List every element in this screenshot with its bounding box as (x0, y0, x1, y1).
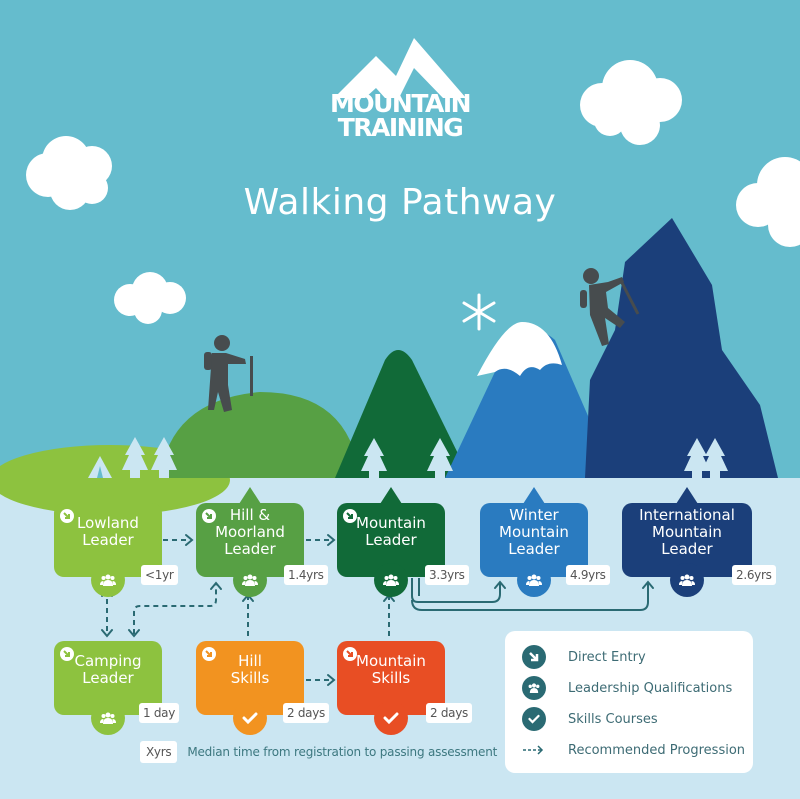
mountain-training-logo: MOUNTAIN TRAINING (330, 89, 472, 142)
median-time-badge: 2.6yrs (732, 565, 776, 585)
median-time-badge: 2 days (283, 703, 329, 723)
direct-entry-icon (202, 509, 216, 523)
direct-entry-icon (202, 647, 216, 661)
legend-item-progression: Recommended Progression (522, 738, 745, 762)
group-icon (91, 563, 125, 597)
logo-mountain-icon (334, 38, 466, 98)
node-hill-moorland-leader: Hill & Moorland Leader (196, 487, 304, 597)
group-icon (517, 563, 551, 597)
snowflake-icon (462, 293, 496, 331)
dashed-arrow-icon (522, 738, 546, 762)
tent-icon (97, 466, 103, 478)
median-time-badge: <1yr (141, 565, 178, 585)
direct-entry-icon (343, 647, 357, 661)
group-icon (91, 701, 125, 735)
node-hill-skills: Hill Skills (196, 641, 304, 735)
direct-progression-lines (411, 578, 649, 611)
direct-entry-icon (60, 647, 74, 661)
legend-label: Recommended Progression (568, 742, 746, 758)
group-icon (374, 563, 408, 597)
footnote-text: Median time from registration to passing… (187, 745, 498, 759)
node-label: Lowland Leader (77, 514, 139, 549)
group-icon (670, 563, 704, 597)
progression-arrows (106, 539, 390, 681)
node-winter-mountain-leader: Winter Mountain Leader (480, 487, 588, 597)
page-title: Walking Pathway (243, 182, 557, 223)
check-icon (374, 701, 408, 735)
node-label: Camping Leader (74, 652, 142, 687)
node-mountain-skills: Mountain Skills (337, 641, 445, 735)
tree-icon (88, 437, 728, 478)
logo-line-2: TRAINING (337, 113, 464, 142)
climber-icon (580, 268, 640, 346)
node-label: Winter Mountain Leader (499, 505, 569, 558)
cloud-icon (114, 272, 186, 324)
legend-item-skills: Skills Courses (522, 707, 658, 731)
legend-item-leadership: Leadership Qualifications (522, 676, 732, 700)
node-mountain-leader: Mountain Leader (337, 487, 445, 597)
node-lowland-leader: Lowland Leader (54, 487, 162, 597)
direct-entry-icon (60, 509, 74, 523)
node-label: Mountain Skills (356, 652, 426, 687)
logo-line-1: MOUNTAIN (330, 89, 472, 118)
group-icon (522, 676, 546, 700)
node-international-mountain-leader: International Mountain Leader (622, 487, 752, 597)
direct-entry-icon (522, 645, 546, 669)
check-icon (233, 701, 267, 735)
median-time-badge: 4.9yrs (566, 565, 610, 585)
cloud-icon (736, 157, 800, 247)
legend: Direct Entry Leadership Qualifications S… (505, 631, 753, 773)
legend-label: Leadership Qualifications (568, 680, 733, 696)
cloud-icon (26, 136, 112, 210)
median-time-badge: 1.4yrs (284, 565, 328, 585)
direct-entry-icon (343, 509, 357, 523)
check-icon (522, 707, 546, 731)
group-icon (233, 563, 267, 597)
footnote: Xyrs Median time from registration to pa… (140, 741, 497, 763)
node-camping-leader: Camping Leader (54, 641, 162, 735)
node-label: Mountain Leader (356, 514, 426, 549)
node-label: Hill & Moorland Leader (215, 505, 285, 558)
cloud-icon (580, 60, 682, 145)
node-label: International Mountain Leader (639, 505, 735, 558)
median-time-badge: 2 days (426, 703, 472, 723)
footnote-tag: Xyrs (140, 741, 178, 763)
legend-label: Skills Courses (568, 711, 658, 727)
legend-label: Direct Entry (568, 649, 646, 665)
hiker-icon (204, 335, 253, 412)
legend-item-direct-entry: Direct Entry (522, 645, 646, 669)
median-time-badge: 3.3yrs (425, 565, 469, 585)
median-time-badge: 1 day (139, 703, 180, 723)
node-label: Hill Skills (230, 652, 270, 687)
